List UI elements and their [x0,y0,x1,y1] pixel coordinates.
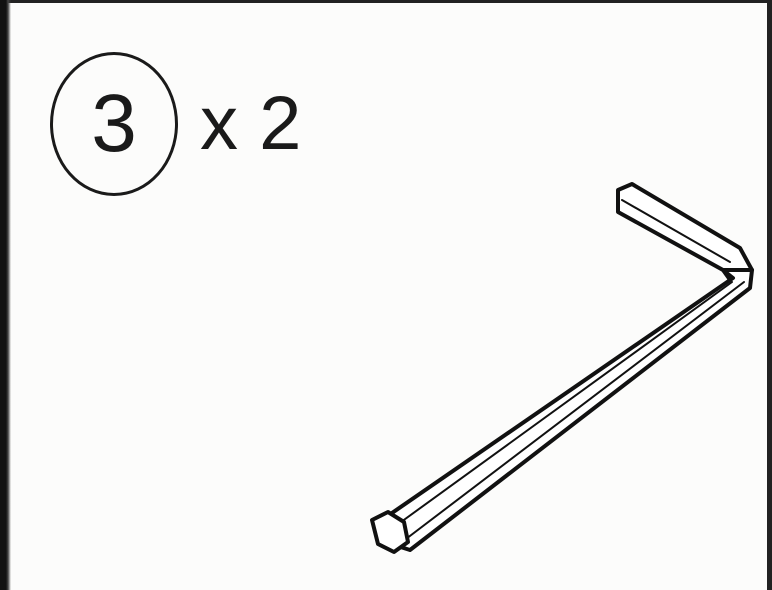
part-quantity: x 2 [200,81,302,166]
hex-key-icon [370,182,754,554]
part-label: 3 x 2 [50,52,350,202]
part-number-circle [50,52,178,196]
page-border-right [767,0,772,590]
page-border-top [0,0,772,3]
part-number: 3 [91,78,137,169]
page-border-left [0,0,11,590]
